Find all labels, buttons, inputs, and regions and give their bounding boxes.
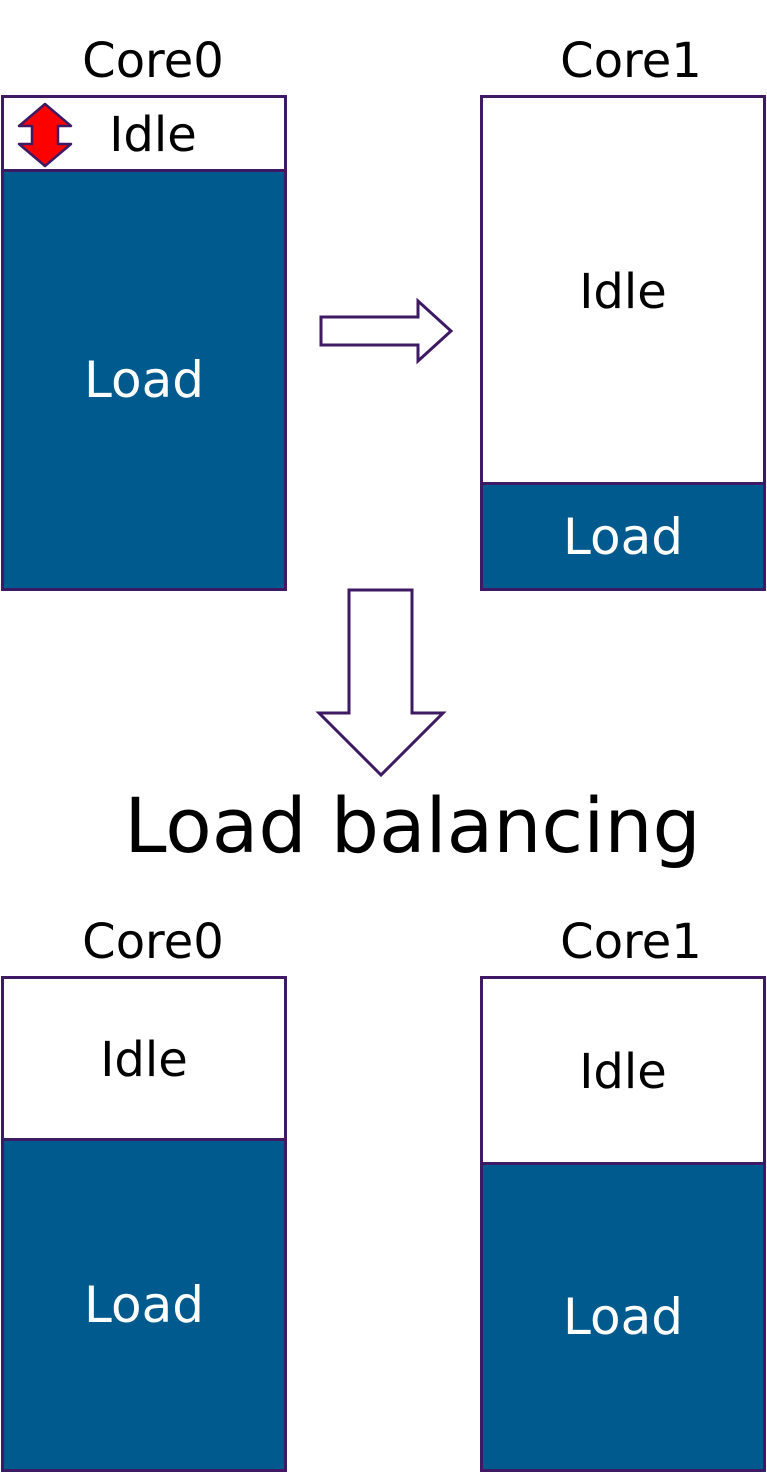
double-arrow-vertical-icon: [17, 102, 73, 168]
core1-after-load-area: Load: [483, 1162, 763, 1469]
core1-before-box: Idle Load: [480, 95, 766, 591]
core0-after-idle-area: Idle: [4, 979, 284, 1141]
core1-before-load-area: Load: [483, 482, 763, 588]
core1-after-box: Idle Load: [480, 976, 766, 1472]
load-balancing-label: Load balancing: [124, 781, 701, 870]
core0-after-title: Core0: [82, 914, 224, 970]
core0-after-load-area: Load: [4, 1138, 284, 1469]
core0-after-load-label: Load: [84, 1276, 204, 1334]
core0-before-load-label: Load: [84, 351, 204, 409]
core0-before-title: Core0: [82, 33, 224, 89]
core1-before-idle-area: Idle: [483, 98, 763, 485]
core1-after-idle-label: Idle: [579, 1044, 667, 1100]
core1-after-title: Core1: [560, 914, 702, 970]
core1-after-load-label: Load: [563, 1288, 683, 1346]
marker-shape: [17, 102, 73, 168]
core1-before-idle-label: Idle: [579, 263, 667, 320]
core0-before-box: Idle Load: [1, 95, 287, 591]
arrow-right-icon: [319, 297, 454, 365]
core1-before-load-label: Load: [563, 507, 683, 566]
arrow-down-icon: [315, 588, 447, 778]
core1-before-title: Core1: [560, 33, 702, 89]
core0-after-box: Idle Load: [1, 976, 287, 1472]
core0-before-load-area: Load: [4, 169, 284, 588]
core1-after-idle-area: Idle: [483, 979, 763, 1165]
core0-before-idle-label: Idle: [109, 107, 197, 163]
core0-after-idle-label: Idle: [100, 1032, 188, 1088]
